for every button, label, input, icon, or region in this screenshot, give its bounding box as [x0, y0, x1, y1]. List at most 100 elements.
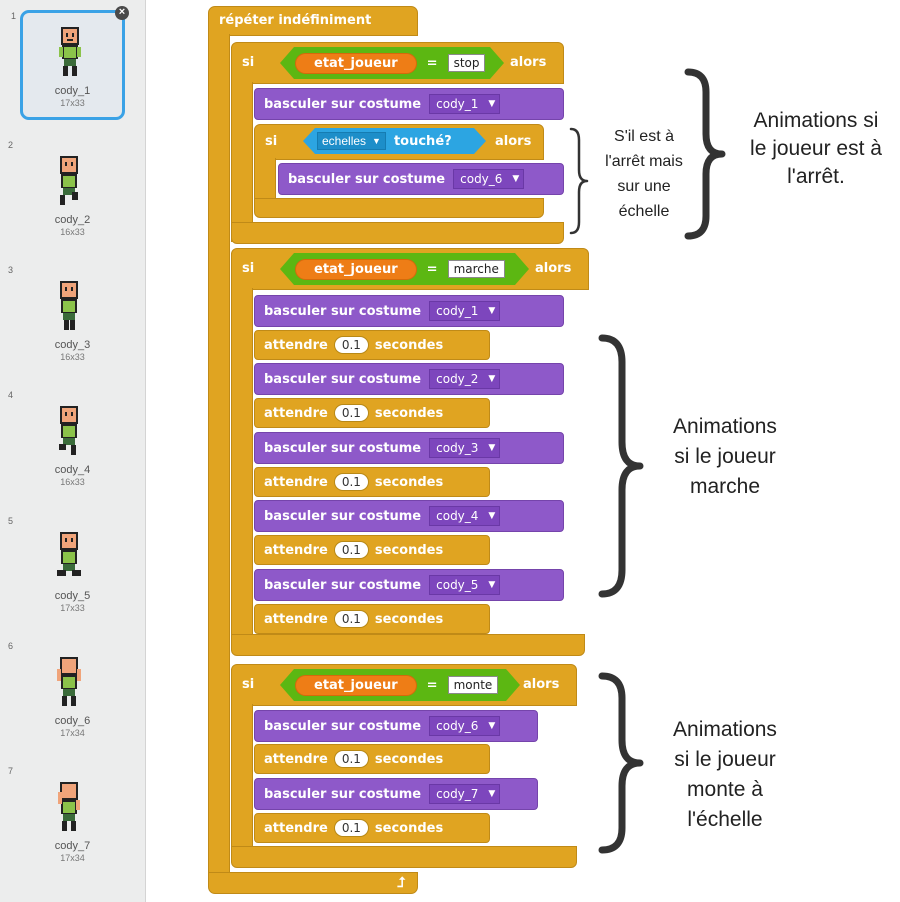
- equals-sign: =: [426, 55, 438, 71]
- wait-label: attendre: [264, 474, 328, 490]
- if-arm: [231, 288, 253, 648]
- dropdown-value: cody_1: [436, 97, 479, 111]
- wait-input[interactable]: 0.1: [333, 336, 369, 354]
- costume-item-3[interactable]: 3 cody_3 16x33: [8, 265, 123, 377]
- dropdown-value: cody_3: [436, 441, 479, 455]
- costume-dropdown[interactable]: cody_6 ▼: [453, 169, 525, 189]
- switch-costume-block[interactable]: basculer sur costume cody_3 ▼: [254, 432, 564, 464]
- costume-number: 4: [8, 390, 14, 400]
- switch-label: basculer sur costume: [264, 786, 422, 802]
- costume-dropdown[interactable]: cody_2▼: [429, 369, 501, 389]
- wait-block[interactable]: attendre 0.1 secondes: [254, 398, 490, 428]
- costume-size: 16x33: [60, 352, 85, 362]
- switch-label: basculer sur costume: [264, 440, 422, 456]
- dropdown-value: cody_6: [436, 719, 479, 733]
- wait-label: attendre: [264, 542, 328, 558]
- wait-block[interactable]: attendre 0.1 secondes: [254, 467, 490, 497]
- wait-block[interactable]: attendre 0.1 secondes: [254, 813, 490, 843]
- variable-reporter[interactable]: etat_joueur: [295, 258, 417, 280]
- wait-block[interactable]: attendre 0.1 secondes: [254, 604, 490, 634]
- wait-block[interactable]: attendre 0.1 secondes: [254, 744, 490, 774]
- switch-costume-block[interactable]: basculer sur costume cody_1▼: [254, 295, 564, 327]
- costume-number: 3: [8, 265, 14, 275]
- switch-costume-block[interactable]: basculer sur costume cody_6▼: [278, 163, 564, 195]
- switch-costume-block[interactable]: basculer sur costume cody_1▼: [254, 88, 564, 120]
- if-footer: [231, 222, 564, 244]
- costume-dropdown[interactable]: cody_5 ▼: [429, 575, 501, 595]
- costume-item-4[interactable]: 4 cody_4 16x33: [8, 390, 123, 502]
- switch-costume-block[interactable]: basculer sur costume cody_5▼: [254, 569, 564, 601]
- costume-dropdown[interactable]: cody_4▼: [429, 506, 501, 526]
- dropdown-arrow-icon: ▼: [488, 580, 496, 590]
- switch-costume-block[interactable]: basculer sur costume cody_2▼: [254, 363, 564, 395]
- value-input[interactable]: stop: [447, 54, 486, 72]
- if-arm: [254, 158, 276, 208]
- if-footer: [254, 198, 544, 218]
- dropdown-value: cody_6: [460, 172, 503, 186]
- switch-costume-block[interactable]: basculer sur costume cody_4▼: [254, 500, 564, 532]
- dropdown-arrow-icon: ▼: [488, 789, 496, 799]
- dropdown-arrow-icon: ▼: [512, 174, 520, 184]
- costume-thumbnail: [57, 532, 81, 576]
- delete-costume-icon[interactable]: ×: [115, 6, 129, 20]
- annotation-climb: Animations si le joueur monte à l'échell…: [673, 718, 777, 831]
- loop-arrow-icon: ⮥: [397, 875, 406, 891]
- costume-item-2[interactable]: 2 cody_2 16x33: [8, 140, 123, 252]
- costume-size: 17x33: [60, 98, 85, 108]
- dropdown-value: cody_2: [436, 372, 479, 386]
- costume-name: cody_5: [54, 590, 91, 602]
- dropdown-arrow-icon: ▼: [488, 306, 496, 316]
- dropdown-value: cody_5: [436, 578, 479, 592]
- small-brace-icon: [569, 127, 589, 235]
- costume-item-6[interactable]: 6 cody_6 17x34: [8, 641, 123, 753]
- wait-block[interactable]: attendre 0.1 secondes: [254, 330, 490, 360]
- costume-dropdown[interactable]: cody_7 ▼: [429, 784, 501, 804]
- wait-label: attendre: [264, 337, 328, 353]
- forever-block[interactable]: répéter indéfiniment: [208, 6, 418, 36]
- variable-reporter[interactable]: etat_joueur: [295, 52, 417, 74]
- costume-size: 17x34: [60, 728, 85, 738]
- costume-name: cody_3: [54, 339, 91, 351]
- switch-costume-block[interactable]: basculer sur costume cody_6▼: [254, 710, 538, 742]
- value-input[interactable]: monte: [447, 676, 499, 694]
- dropdown-value: cody_7: [436, 787, 479, 801]
- costume-dropdown[interactable]: cody_1▼: [429, 301, 501, 321]
- sensor-dropdown[interactable]: echelles▼: [317, 132, 386, 150]
- brace-walk-icon: [598, 334, 644, 598]
- wait-label: attendre: [264, 405, 328, 421]
- value-input[interactable]: marche: [447, 260, 505, 278]
- dropdown-arrow-icon: ▼: [488, 511, 496, 521]
- costume-dropdown[interactable]: cody_6▼: [429, 716, 501, 736]
- wait-label: attendre: [264, 820, 328, 836]
- wait-input[interactable]: 0.1: [333, 750, 369, 768]
- wait-block[interactable]: attendre 0.1 secondes: [254, 535, 490, 565]
- costume-dropdown[interactable]: cody_3 ▼: [429, 438, 501, 458]
- costume-item-1[interactable]: 1 × cody_1 17x33: [11, 6, 129, 120]
- wait-input[interactable]: 0.1: [333, 473, 369, 491]
- costume-item-7[interactable]: 7 cody_7 17x34: [8, 766, 123, 878]
- wait-input[interactable]: 0.1: [333, 404, 369, 422]
- wait-input[interactable]: 0.1: [333, 541, 369, 559]
- seconds-label: secondes: [374, 751, 444, 767]
- costume-item-5[interactable]: 5 cody_5 17x33: [8, 516, 123, 628]
- touching-sensor[interactable]: echelles▼ touché?: [303, 128, 486, 154]
- costume-list: 1 × cody_1 17x33 2 cody_2 16x33 3: [0, 0, 146, 902]
- costume-name: cody_4: [54, 464, 91, 476]
- switch-costume-block[interactable]: basculer sur costume cody_7 ▼: [254, 778, 538, 810]
- costume-dropdown[interactable]: cody_1 ▼: [429, 94, 501, 114]
- switch-label: basculer sur costume: [264, 371, 422, 387]
- seconds-label: secondes: [374, 405, 444, 421]
- then-label: alors: [510, 55, 547, 70]
- condition-row: etat_joueur = monte: [295, 671, 499, 699]
- wait-input[interactable]: 0.1: [333, 610, 369, 628]
- switch-label: basculer sur costume: [264, 718, 422, 734]
- then-label: alors: [523, 677, 560, 692]
- variable-reporter[interactable]: etat_joueur: [295, 674, 417, 696]
- dropdown-arrow-icon: ▼: [488, 443, 496, 453]
- if-footer: [231, 846, 577, 868]
- if-label: si: [242, 261, 255, 276]
- annotation-walk: Animations si le joueur marche: [673, 415, 777, 498]
- wait-input[interactable]: 0.1: [333, 819, 369, 837]
- costume-number: 6: [8, 641, 14, 651]
- dropdown-arrow-icon: ▼: [488, 99, 496, 109]
